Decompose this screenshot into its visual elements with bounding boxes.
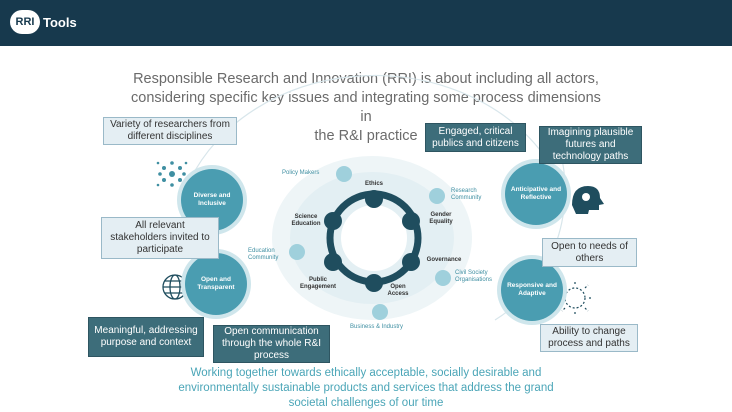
- civil-society-icon: [435, 270, 451, 286]
- footer-statement: Working together towards ethically accep…: [170, 366, 562, 411]
- footer-line-2: environmentally sustainable products and…: [178, 382, 554, 394]
- business-industry-label: Business & Industry: [350, 324, 404, 330]
- research-community-icon: [429, 188, 445, 204]
- open-access-label: Open Access: [387, 284, 409, 297]
- governance-node: [402, 253, 420, 271]
- public-engagement-node: [324, 253, 342, 271]
- governance-label: Governance: [426, 257, 462, 263]
- callout-engaged-publics: Engaged, critical publics and citizens: [425, 123, 526, 152]
- header-bar: RRI Tools: [0, 0, 732, 46]
- pillar-open-transparent[interactable]: Open and Transparent: [185, 253, 247, 315]
- ethics-label: Ethics: [364, 181, 383, 187]
- network-icon: [156, 161, 188, 187]
- education-community-label: Education Community: [248, 248, 279, 261]
- science-education-node: [324, 212, 342, 230]
- footer-line-1: Working together towards ethically accep…: [190, 367, 542, 379]
- pillar-responsive-adaptive[interactable]: Responsive and Adaptive: [501, 259, 563, 321]
- ethics-node: [365, 190, 383, 208]
- gender-equality-label: Gender Equality: [429, 212, 453, 225]
- research-community-label: Research Community: [451, 188, 482, 201]
- callout-stakeholders: All relevant stakeholders invited to par…: [101, 217, 219, 259]
- callout-open-to-needs: Open to needs of others: [542, 238, 637, 267]
- footer-line-3: societal challenges of our time: [288, 397, 444, 409]
- head-gear-icon: [572, 186, 604, 214]
- rri-tools-logo[interactable]: RRI Tools: [10, 10, 77, 34]
- callout-imagining-futures: Imagining plausible futures and technolo…: [539, 126, 642, 164]
- central-core: [341, 205, 407, 271]
- pillar-anticipative-reflective[interactable]: Anticipative and Reflective: [505, 163, 567, 225]
- public-engagement-label: Public Engagement: [299, 277, 336, 290]
- policy-makers-label: Policy Makers: [282, 170, 320, 176]
- gender-node: [402, 212, 420, 230]
- policy-makers-icon: [336, 166, 352, 182]
- headline-line-1: Responsible Research and Innovation (RRI…: [133, 71, 599, 87]
- logo-text: Tools: [43, 14, 77, 30]
- callout-variety-researchers: Variety of researchers from different di…: [103, 117, 237, 145]
- globe-icon: [162, 274, 188, 300]
- science-education-label: Science Education: [291, 214, 321, 227]
- civil-society-label: Civil Society Organisations: [455, 270, 493, 283]
- education-community-icon: [289, 244, 305, 260]
- callout-meaningful: Meaningful, addressing purpose and conte…: [88, 317, 204, 357]
- callout-ability-to-change: Ability to change process and paths: [540, 324, 638, 352]
- central-ring: [326, 190, 422, 286]
- logo-badge: RRI: [10, 10, 40, 34]
- business-industry-icon: [372, 304, 388, 320]
- callout-open-communication: Open communication through the whole R&I…: [213, 325, 330, 363]
